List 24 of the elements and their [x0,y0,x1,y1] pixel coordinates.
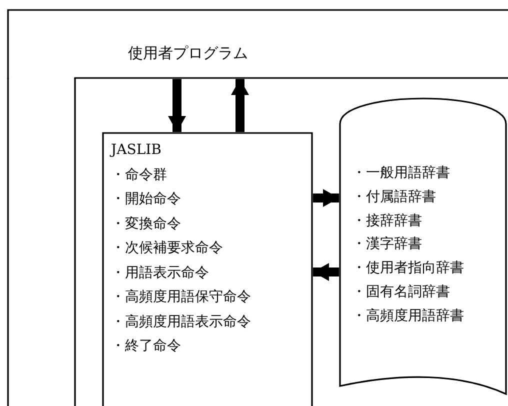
dictionary-cylinder [340,98,506,398]
command-item: ・次候補要求命令 [111,239,223,257]
program-label: 使用者プログラム [128,44,248,62]
dictionary-item: ・使用者指向辞書 [352,259,464,278]
command-item: ・命令群 [111,166,167,184]
dictionary-item: ・高頻度用語辞書 [352,306,464,325]
command-item: ・用語表示命令 [111,264,209,282]
arrow [231,79,249,132]
dictionary-item: ・付属語辞書 [352,188,436,206]
dictionary-item: ・一般用語辞書 [352,164,450,182]
library-box [103,133,312,406]
dictionary-item: ・漢字辞書 [352,235,422,254]
command-item: ・高頻度用語保守命令 [111,288,251,306]
program-band [8,10,508,79]
command-item: ・高頻度用語表示命令 [111,312,251,330]
command-item: ・終了命令 [111,337,181,355]
command-item: ・開始命令 [111,190,181,208]
arrow [168,79,186,132]
library-heading: JASLIB [111,141,162,159]
dictionary-item: ・接辞辞書 [352,212,422,230]
arrow [313,263,339,281]
dictionary-item: ・固有名詞辞書 [352,283,450,301]
command-item: ・変換命令 [111,214,181,232]
arrow [313,189,339,207]
